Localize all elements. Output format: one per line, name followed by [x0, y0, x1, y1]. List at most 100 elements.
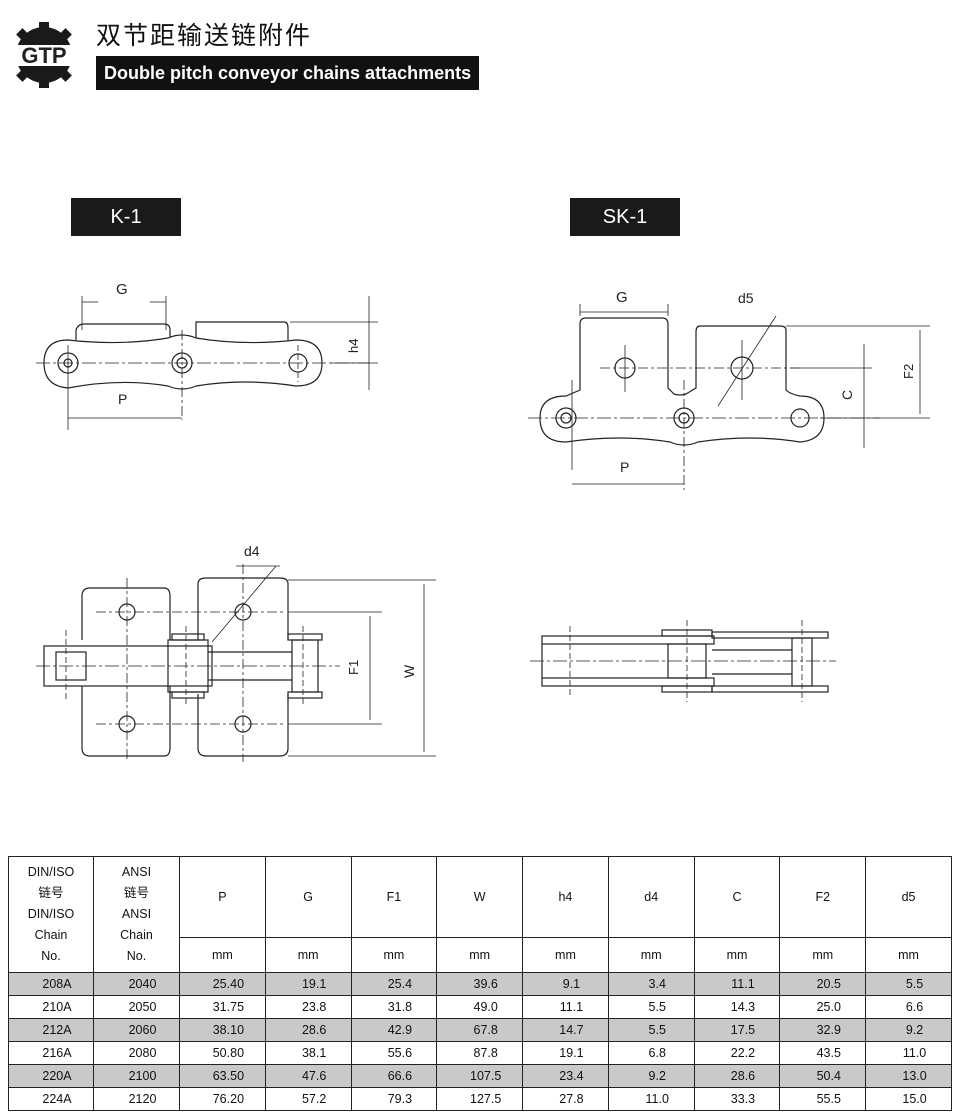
table-cell: 5.5	[865, 972, 952, 996]
col-g: G	[264, 856, 352, 938]
unit-cell: mm	[779, 937, 867, 973]
k1-side-view: G h4 P	[36, 281, 378, 430]
table-cell: 79.3	[350, 1087, 438, 1111]
unit-cell: mm	[436, 937, 524, 973]
table-cell: 23.4	[522, 1064, 609, 1088]
gtp-logo: GTP	[8, 22, 80, 88]
table-cell: 13.0	[865, 1064, 952, 1088]
sk1-p-label: P	[620, 459, 629, 475]
table-cell: 216A	[8, 1041, 94, 1065]
table-cell: 42.9	[350, 1018, 438, 1042]
table-cell: 9.2	[865, 1018, 952, 1042]
table-cell: 20.5	[779, 972, 867, 996]
table-cell: 2120	[93, 1087, 180, 1111]
unit-cell: mm	[522, 937, 609, 973]
table-cell: 11.0	[865, 1041, 952, 1065]
table-cell: 50.80	[179, 1041, 266, 1065]
table-cell: 2050	[93, 995, 180, 1019]
unit-cell: mm	[693, 937, 781, 973]
table-cell: 28.6	[264, 1018, 352, 1042]
table-cell: 208A	[8, 972, 94, 996]
table-cell: 19.1	[264, 972, 352, 996]
col-w: W	[436, 856, 524, 938]
top-w-label: W	[401, 664, 417, 678]
table-cell: 57.2	[264, 1087, 352, 1111]
sk1-c-label: C	[839, 390, 855, 400]
unit-cell: mm	[607, 937, 695, 973]
table-cell: 63.50	[179, 1064, 266, 1088]
table-cell: 9.2	[607, 1064, 695, 1088]
table-cell: 127.5	[436, 1087, 524, 1111]
top-d4-label: d4	[244, 543, 260, 559]
table-cell: 9.1	[522, 972, 609, 996]
table-cell: 17.5	[693, 1018, 781, 1042]
table-cell: 212A	[8, 1018, 94, 1042]
k1-tag: K-1	[71, 198, 181, 236]
table-cell: 25.4	[350, 972, 438, 996]
k1-p-label: P	[118, 391, 127, 407]
sk1-top-view	[530, 620, 836, 702]
table-cell: 2080	[93, 1041, 180, 1065]
sk1-g-label: G	[616, 289, 628, 306]
page-title-cn: 双节距输送链附件	[96, 21, 313, 50]
table-cell: 47.6	[264, 1064, 352, 1088]
table-cell: 210A	[8, 995, 94, 1019]
table-cell: 31.8	[350, 995, 438, 1019]
table-cell: 11.0	[607, 1087, 695, 1111]
table-cell: 87.8	[436, 1041, 524, 1065]
unit-cell: mm	[264, 937, 352, 973]
technical-drawings: G h4 P G d5 F2 C P	[36, 281, 930, 762]
table-cell: 107.5	[436, 1064, 524, 1088]
unit-cell: mm	[865, 937, 952, 973]
sk1-side-view: G d5 F2 C P	[528, 289, 930, 490]
unit-cell: mm	[179, 937, 266, 973]
col-p: P	[179, 856, 266, 938]
logo-text: GTP	[21, 43, 66, 68]
table-cell: 32.9	[779, 1018, 867, 1042]
table-cell: 38.10	[179, 1018, 266, 1042]
col-h4: h4	[522, 856, 609, 938]
table-cell: 2100	[93, 1064, 180, 1088]
table-cell: 220A	[8, 1064, 94, 1088]
k1-h4-label: h4	[346, 339, 361, 353]
table-cell: 5.5	[607, 1018, 695, 1042]
col-d5: d5	[865, 856, 952, 938]
table-cell: 25.40	[179, 972, 266, 996]
table-cell: 11.1	[693, 972, 781, 996]
table-cell: 3.4	[607, 972, 695, 996]
table-cell: 19.1	[522, 1041, 609, 1065]
table-cell: 33.3	[693, 1087, 781, 1111]
table-cell: 11.1	[522, 995, 609, 1019]
sk1-d5-label: d5	[738, 290, 754, 306]
table-cell: 25.0	[779, 995, 867, 1019]
table-cell: 15.0	[865, 1087, 952, 1111]
table-cell: 55.6	[350, 1041, 438, 1065]
table-cell: 50.4	[779, 1064, 867, 1088]
table-cell: 5.5	[607, 995, 695, 1019]
unit-cell: mm	[350, 937, 438, 973]
col-f1: F1	[350, 856, 438, 938]
col-f2: F2	[779, 856, 867, 938]
sk1-f2-label: F2	[901, 364, 916, 379]
page-title-en: Double pitch conveyor chains attachments	[96, 56, 480, 90]
table-cell: 39.6	[436, 972, 524, 996]
table-cell: 31.75	[179, 995, 266, 1019]
table-cell: 28.6	[693, 1064, 781, 1088]
table-cell: 76.20	[179, 1087, 266, 1111]
table-cell: 49.0	[436, 995, 524, 1019]
k1-g-label: G	[116, 281, 128, 298]
table-cell: 23.8	[264, 995, 352, 1019]
k1-top-view: d4 F1 W	[36, 543, 436, 762]
table-cell: 2060	[93, 1018, 180, 1042]
table-cell: 67.8	[436, 1018, 524, 1042]
top-f1-label: F1	[346, 660, 361, 675]
